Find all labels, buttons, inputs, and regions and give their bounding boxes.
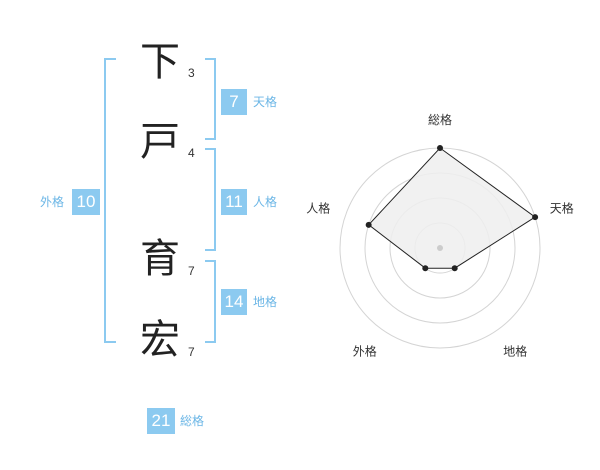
radar-point-5	[365, 221, 372, 228]
radar-point-3	[451, 265, 458, 272]
gaikaku-bracket	[104, 58, 116, 343]
radar-area	[367, 147, 536, 269]
stroke-count-4: 7	[188, 345, 195, 359]
jinkaku-bracket	[205, 148, 216, 251]
soukaku-value: 21	[147, 408, 175, 434]
radar-point-4	[422, 265, 429, 272]
soukaku-label: 総格	[180, 414, 205, 428]
radar-point-2	[532, 214, 539, 221]
tenkaku-label: 天格	[253, 95, 278, 109]
chikaku-bracket	[205, 260, 216, 343]
radar-center	[437, 245, 443, 251]
radar-axis-label-5: 人格	[306, 200, 330, 215]
name-char-4: 宏	[140, 317, 180, 363]
radar-axis-label-3: 地格	[503, 344, 527, 359]
tenkaku-bracket	[205, 58, 216, 140]
stroke-count-2: 4	[188, 146, 195, 160]
name-char-1: 下	[140, 39, 180, 85]
stroke-count-3: 7	[188, 264, 195, 278]
gaikaku-value: 10	[72, 189, 100, 215]
jinkaku-value: 11	[221, 189, 247, 215]
name-char-3: 育	[140, 236, 180, 282]
chikaku-value: 14	[221, 289, 247, 315]
radar-axis-label-1: 総格	[428, 112, 452, 127]
radar-axis-label-2: 天格	[550, 200, 574, 215]
stroke-count-1: 3	[188, 66, 195, 80]
name-char-2: 戸	[140, 119, 180, 165]
tenkaku-value: 7	[221, 89, 247, 115]
gaikaku-label: 外格	[40, 195, 65, 209]
chikaku-label: 地格	[253, 295, 278, 309]
radar-axis-label-4: 外格	[353, 344, 377, 359]
radar-point-1	[437, 145, 443, 151]
jinkaku-label: 人格	[253, 195, 278, 209]
